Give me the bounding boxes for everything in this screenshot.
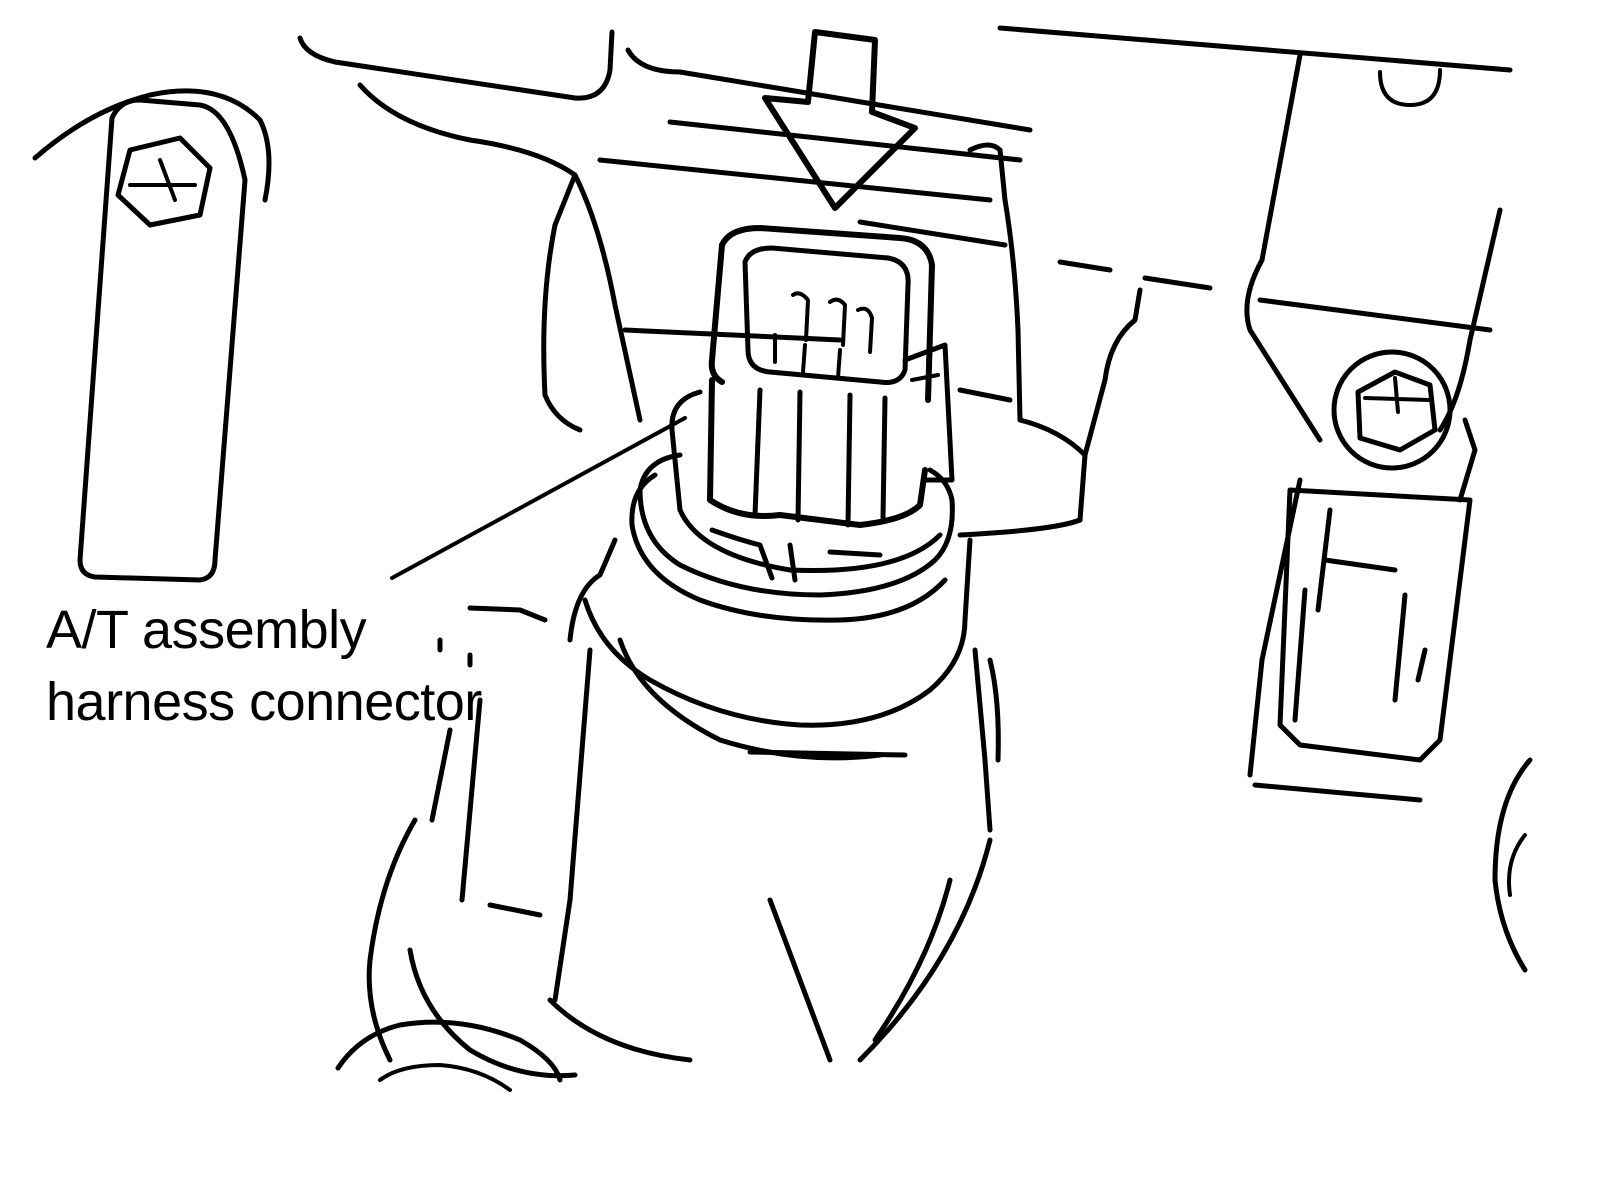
harness-connector xyxy=(707,225,955,528)
left-lower-housing xyxy=(335,605,578,1092)
right-bolt-washer xyxy=(1331,349,1453,471)
connector-base-rings xyxy=(629,389,955,623)
connector-boss xyxy=(357,82,1143,538)
down-arrow xyxy=(762,29,918,211)
cylinder-body xyxy=(547,537,1001,1063)
right-edge-housing xyxy=(1492,757,1533,973)
housing-top-edges xyxy=(297,25,1513,291)
right-mounting-bracket xyxy=(1244,52,1503,803)
right-bolt-hex xyxy=(1355,369,1438,453)
callout-label-line1: A/T assembly xyxy=(46,600,367,660)
callout-label-line2: harness connector xyxy=(46,672,482,732)
callout-leader-line xyxy=(390,416,687,580)
left-bolt-hex xyxy=(115,135,213,228)
left-mounting-bracket xyxy=(32,88,272,583)
